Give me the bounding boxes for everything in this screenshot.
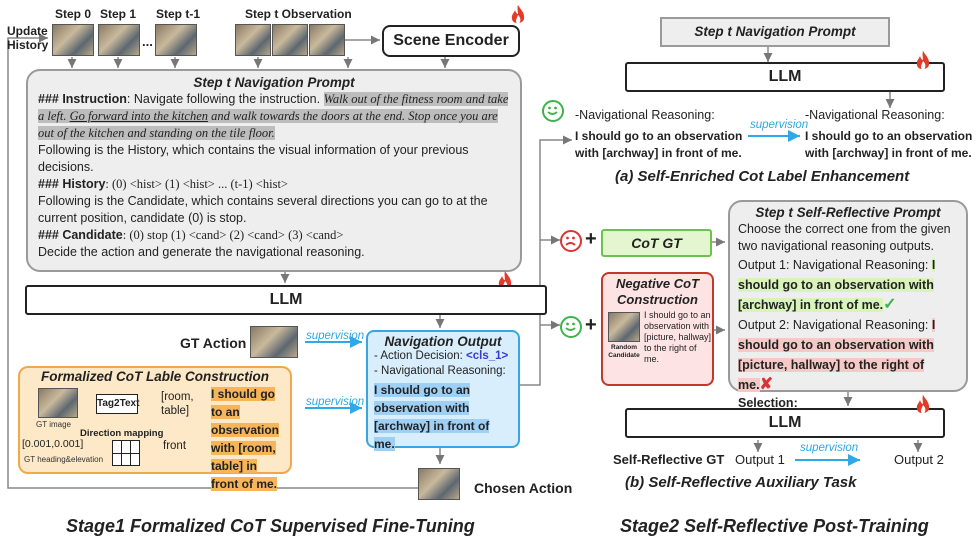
- step-t-1-image: [155, 24, 197, 56]
- happy-face-icon: [560, 316, 582, 338]
- formal-sentence: I should go to an observation with [room…: [211, 385, 287, 493]
- history-intro: Following is the History, which contains…: [38, 143, 469, 174]
- negative-sentence: I should go to an observation with [pict…: [644, 310, 712, 364]
- chosen-action-label: Chosen Action: [474, 480, 573, 496]
- navigation-prompt-box: Step t Navigation Prompt ### Instruction…: [26, 69, 522, 272]
- history-line: ### History: (0) <hist> (1) <hist> ... (…: [38, 176, 510, 193]
- sad-face-icon: [560, 230, 582, 252]
- gt-image-thumb: [38, 388, 78, 418]
- observation-image-2: [272, 24, 308, 56]
- instruction-head: ### Instruction: [38, 92, 127, 106]
- formalized-cot-box: Formalized CoT Lable Construction: [18, 366, 292, 474]
- nav-reasoning-sentence: I should go to an observation with [arch…: [374, 381, 512, 453]
- instruction-b: Go forward into the kitchen: [69, 109, 209, 123]
- stage1-caption: Stage1 Formalized CoT Supervised Fine-Tu…: [66, 516, 475, 536]
- nav-sentence-text: I should go to an observation with [arch…: [374, 383, 490, 451]
- happy-face-icon: [542, 100, 564, 122]
- direction-mapping-label: Direction mapping: [80, 428, 164, 439]
- gt-action-image: [250, 326, 298, 358]
- llm-box-left: LLM: [25, 285, 547, 315]
- reflective-intro: Choose the correct one from the given tw…: [738, 222, 951, 253]
- reasoning-label-right: -Navigational Reasoning:: [805, 108, 945, 122]
- instruction-text: : Navigate following the instruction.: [126, 92, 324, 106]
- supervision-label-right-top: supervision: [750, 119, 809, 131]
- step-1-label: Step 1: [100, 7, 137, 21]
- reflective-title: Step t Self-Reflective Prompt: [755, 205, 941, 220]
- observation-image-1: [235, 24, 271, 56]
- plus-sign-1: +: [585, 228, 597, 250]
- heading-values: [0.001,0.001]: [22, 438, 84, 450]
- formalized-title: Formalized CoT Lable Construction: [40, 369, 269, 384]
- prompt-title: Step t Navigation Prompt: [193, 75, 355, 90]
- history-head: ### History: [38, 177, 106, 191]
- output1-label: Output 1: Navigational Reasoning:: [738, 258, 932, 272]
- step-0-image: [52, 24, 94, 56]
- nav-output-title: Navigation Output: [384, 334, 502, 349]
- supervision-label-right-bottom: supervision: [800, 442, 859, 454]
- action-decision-line: - Action Decision: <cls_1>: [374, 349, 512, 364]
- fire-icon: [916, 51, 930, 70]
- step-1-image: [98, 24, 140, 56]
- scene-encoder-box: Scene Encoder: [382, 25, 520, 57]
- supervision-label-2: supervision: [306, 396, 365, 408]
- candidate-line: ### Candidate: (0) stop (1) <cand> (2) <…: [38, 227, 510, 244]
- candidate-intro: Following is the Candidate, which contai…: [38, 194, 488, 225]
- instruction-line: ### Instruction: Navigate following the …: [38, 91, 510, 142]
- nav-reasoning-label: - Navigational Reasoning:: [374, 365, 506, 377]
- formal-sentence-text: I should go to an observation with [room…: [211, 387, 280, 491]
- candidate-head: ### Candidate: [38, 228, 123, 242]
- fire-icon: [511, 5, 525, 24]
- plus-sign-2: +: [585, 314, 597, 336]
- candidate-tokens: : (0) stop (1) <cand> (2) <cand> (3) <ca…: [122, 228, 344, 242]
- negative-cot-title: Negative CoT Construction: [615, 276, 700, 307]
- sentence-right: I should go to an observation with [arch…: [805, 129, 973, 160]
- tag2text-box: Tag2Text: [96, 394, 139, 414]
- sentence-left: I should go to an observation with [arch…: [575, 129, 743, 160]
- stage2-caption: Stage2 Self-Reflective Post-Training: [620, 516, 929, 536]
- reasoning-label-left: -Navigational Reasoning:: [575, 108, 715, 122]
- history-tokens: : (0) <hist> (1) <hist> ... (t-1) <hist>: [105, 177, 288, 191]
- self-reflective-gt-label: Self-Reflective GT: [613, 452, 725, 467]
- observation-image-3: [309, 24, 345, 56]
- chosen-action-image: [418, 468, 460, 500]
- right-prompt-box: Step t Navigation Prompt: [660, 17, 890, 47]
- step-t-observation-label: Step t Observation: [245, 7, 352, 21]
- output1-line: Output 1: Navigational Reasoning: I shou…: [738, 255, 958, 315]
- fire-icon: [916, 395, 930, 414]
- output1-final: Output 1: [735, 452, 785, 467]
- caption-a: (a) Self-Enriched Cot Label Enhancement: [615, 168, 910, 185]
- step-t-1-label: Step t-1: [156, 7, 201, 21]
- output2-line: Output 2: Navigational Reasoning: I shou…: [738, 315, 958, 395]
- navigation-output-box: Navigation Output - Action Decision: <cl…: [366, 330, 520, 451]
- update-history-label: Update History: [7, 24, 49, 52]
- cls-token: <cls_1>: [466, 350, 509, 362]
- random-candidate-image: [608, 312, 640, 342]
- ellipsis: ...: [142, 34, 153, 49]
- self-reflective-prompt-box: Step t Self-Reflective Prompt Choose the…: [728, 200, 968, 410]
- step-0-label: Step 0: [55, 7, 92, 21]
- room-table-tags: [room, table]: [161, 391, 194, 417]
- random-candidate-label: Random Candidate: [608, 344, 640, 359]
- grid-icon: [112, 440, 140, 466]
- gt-heading-label: GT heading&elevation: [24, 455, 104, 464]
- cross-icon: ✘: [759, 376, 773, 393]
- selection-label: Selection:: [738, 396, 798, 410]
- gt-action-label: GT Action: [180, 335, 247, 351]
- front-label: front: [163, 440, 187, 452]
- llm-box-right-top: LLM: [625, 62, 945, 92]
- check-icon: ✓: [883, 296, 897, 313]
- llm-box-right-bottom: LLM: [625, 408, 945, 438]
- decide-line: Decide the action and generate the navig…: [38, 245, 365, 259]
- output2-final: Output 2: [894, 452, 944, 467]
- supervision-label-1: supervision: [306, 330, 365, 342]
- caption-b: (b) Self-Reflective Auxiliary Task: [625, 474, 857, 491]
- cot-gt-box: CoT GT: [601, 229, 712, 257]
- gt-image-label: GT image: [36, 420, 71, 429]
- action-decision-label: - Action Decision:: [374, 350, 467, 362]
- output2-label: Output 2: Navigational Reasoning:: [738, 318, 932, 332]
